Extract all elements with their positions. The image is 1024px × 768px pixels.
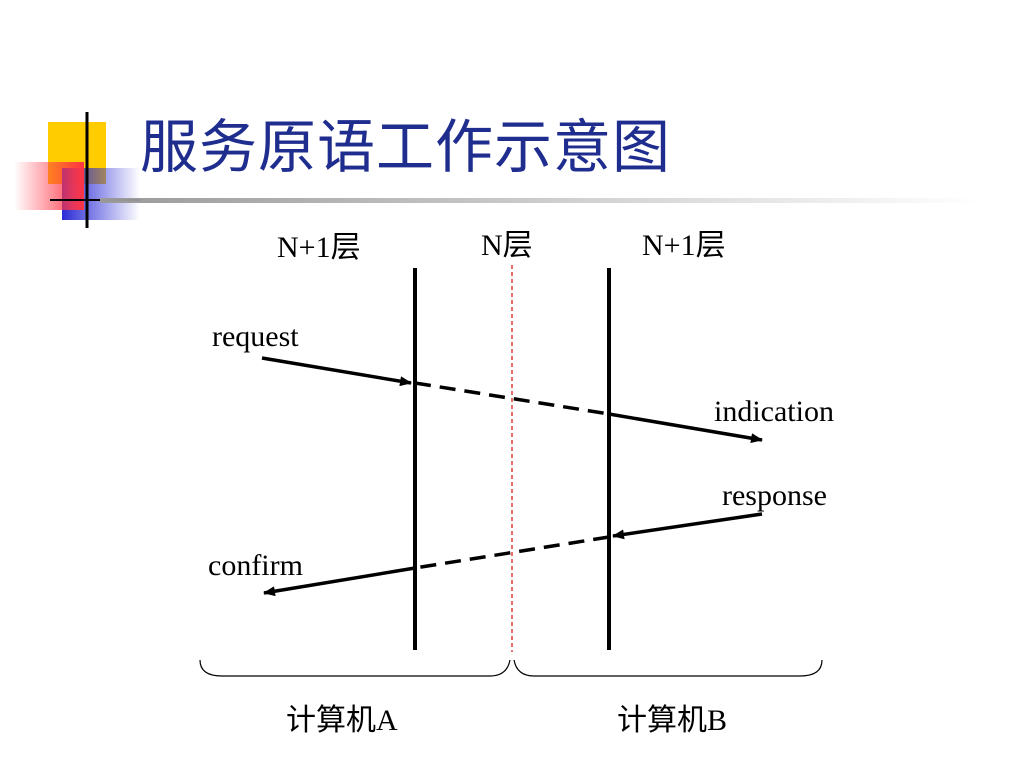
layer-label-right: N+1层 <box>642 229 726 262</box>
response-arrow <box>612 512 763 540</box>
computer-b-brace <box>513 659 823 677</box>
request-arrow <box>261 356 412 387</box>
indication-arrow <box>608 412 763 444</box>
transit-dashed-ba <box>414 535 610 570</box>
confirm-label: confirm <box>208 549 303 582</box>
deco-red-square <box>14 162 84 210</box>
slide-title: 服务原语工作示意图 <box>140 115 672 180</box>
title-decoration <box>14 112 980 228</box>
confirm-arrow <box>263 566 416 597</box>
layer-label-left: N+1层 <box>277 231 361 264</box>
request-label: request <box>212 320 299 353</box>
computer-b-label: 计算机B <box>617 704 727 737</box>
response-label: response <box>722 479 827 512</box>
layer-label-middle: N层 <box>481 229 533 262</box>
computer-a-brace <box>199 659 511 677</box>
title-underline <box>100 198 980 203</box>
computer-a-label: 计算机A <box>286 704 398 737</box>
transit-dashed-ab <box>414 381 610 416</box>
indication-label: indication <box>714 395 834 428</box>
